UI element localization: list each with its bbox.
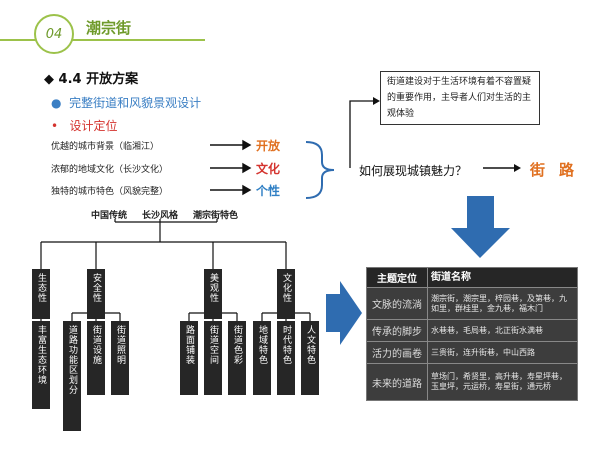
table-cell-streets: 三贵街，连升街巷，中山西路 — [431, 347, 535, 357]
trio-changsha: 长沙风格 — [142, 211, 179, 221]
dot-icon: ● — [51, 96, 62, 110]
tree-leaf-ecology-1: 丰富生态环境 — [32, 321, 50, 409]
section-number-badge: 04 — [34, 14, 74, 54]
keyword-character: 个性 — [256, 184, 281, 198]
table-header-row: 主题定位 街道名称 — [367, 268, 577, 288]
big-right-arrow — [326, 281, 362, 345]
street-label: 街路 — [530, 161, 589, 179]
bullet-design: ● 完整街道和风貌景观设计 — [51, 94, 201, 111]
table-cell-streets: 潮宗街，潮宗里，梓园巷，及第巷，九如里，群桂里，金九巷，福木门 — [431, 293, 567, 313]
page-title: 潮宗街 — [86, 19, 132, 37]
tree-node-ecology: 生态性 — [32, 269, 50, 319]
diamond-icon: ◆ — [44, 72, 54, 87]
tree-node-safety: 安全性 — [87, 269, 105, 319]
table-cell-streets: 水巷巷，毛局巷，北正街水满巷 — [431, 325, 543, 335]
positioning-label-1: 优越的城市背景（临湘江） — [51, 142, 160, 152]
big-down-arrow — [451, 196, 510, 258]
section-title: ◆ 4.4 开放方案 — [44, 68, 138, 87]
tree-node-culture: 文化性 — [277, 269, 295, 319]
arrow-to-note — [349, 100, 373, 168]
tree-leaf-safety-2: 街道设施 — [87, 321, 105, 395]
bullet-positioning-text: 设计定位 — [69, 119, 118, 133]
table-header-theme: 主题定位 — [367, 268, 428, 287]
street-theme-table: 主题定位 街道名称 文脉的流淌 潮宗街，潮宗里，梓园巷，及第巷，九如里，群桂里，… — [366, 267, 578, 401]
table-header-street: 街道名称 — [431, 271, 471, 283]
positioning-label-3: 独特的城市特色（风貌完整） — [51, 187, 169, 197]
tree-leaf-culture-3: 人文特色 — [301, 321, 319, 395]
dot-icon: • — [51, 119, 59, 133]
table-cell-theme: 活力的画卷 — [367, 342, 428, 363]
table-row: 活力的画卷 三贵街，连升街巷，中山西路 — [367, 342, 577, 364]
arrow-to-character — [210, 184, 252, 196]
table-cell-theme: 文脉的流淌 — [367, 288, 428, 319]
table-cell-theme: 未来的道路 — [367, 364, 428, 400]
tree-node-beauty: 美观性 — [204, 269, 222, 319]
table-row: 传承的脚步 水巷巷，毛局巷，北正街水满巷 — [367, 320, 577, 342]
bullet-design-text: 完整街道和风貌景观设计 — [69, 96, 202, 110]
table-row: 未来的道路 草场门，希贤里，高升巷，寿星坪巷，玉皇坪，元运桥，寿星街，通元桥 — [367, 364, 577, 400]
tree-leaf-beauty-1: 路面铺装 — [180, 321, 198, 395]
arrow-to-open — [210, 139, 252, 151]
bullet-positioning: • 设计定位 — [51, 117, 118, 134]
brace — [305, 141, 335, 199]
tree-leaf-beauty-2: 街道空间 — [204, 321, 222, 395]
tree-leaf-culture-1: 地域特色 — [253, 321, 271, 395]
question-text: 如何展现城镇魅力？ — [359, 164, 468, 178]
arrow-to-culture — [210, 162, 252, 174]
positioning-label-2: 浓郁的地域文化（长沙文化） — [51, 165, 169, 175]
table-cell-streets: 草场门，希贤里，高升巷，寿星坪巷，玉皇坪，元运桥，寿星街，通元桥 — [431, 372, 567, 391]
keyword-culture: 文化 — [256, 162, 281, 176]
section-title-text: 4.4 开放方案 — [58, 72, 139, 87]
table-row: 文脉的流淌 潮宗街，潮宗里，梓园巷，及第巷，九如里，群桂里，金九巷，福木门 — [367, 288, 577, 320]
tree-leaf-culture-2: 时代特色 — [277, 321, 295, 395]
tree-leaf-safety-1: 道路功能区划分 — [63, 321, 81, 431]
trio-chaozong: 潮宗街特色 — [193, 211, 239, 221]
note-box: 街道建设对于生活环境有着不容置疑的重要作用，主导者人们对生活的主观体验 — [380, 71, 540, 125]
tree-leaf-safety-3: 街道照明 — [111, 321, 129, 395]
table-cell-theme: 传承的脚步 — [367, 320, 428, 341]
tree-leaf-beauty-3: 街道色彩 — [228, 321, 246, 395]
trio-tradition: 中国传统 — [91, 211, 128, 221]
keyword-open: 开放 — [256, 139, 281, 153]
